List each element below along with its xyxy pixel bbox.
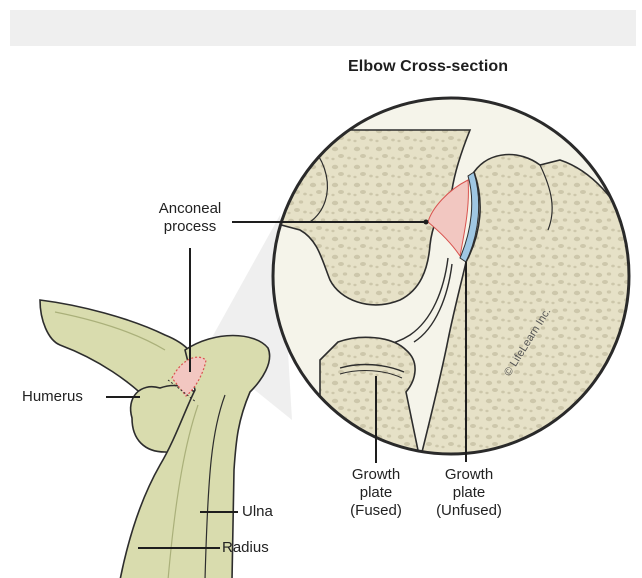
- leader-dot-anconeal: [424, 220, 429, 225]
- label-growth-unfused-line3: (Unfused): [424, 502, 514, 520]
- label-ulna: Ulna: [242, 503, 273, 521]
- label-anconeal-process: Anconeal process: [150, 200, 230, 236]
- label-growth-fused-line3: (Fused): [336, 502, 416, 520]
- label-growth-unfused-line1: Growth: [424, 466, 514, 484]
- label-growth-fused-line1: Growth: [336, 466, 416, 484]
- label-growth-plate-unfused: Growth plate (Unfused): [424, 466, 514, 520]
- label-humerus: Humerus: [22, 388, 83, 406]
- label-growth-fused-line2: plate: [336, 484, 416, 502]
- limb-illustration: [40, 300, 270, 578]
- label-radius: Radius: [222, 539, 269, 557]
- label-anconeal-line2: process: [150, 218, 230, 236]
- label-growth-unfused-line2: plate: [424, 484, 514, 502]
- label-growth-plate-fused: Growth plate (Fused): [336, 466, 416, 520]
- diagram-title: Elbow Cross-section: [348, 58, 508, 76]
- label-anconeal-line1: Anconeal: [150, 200, 230, 218]
